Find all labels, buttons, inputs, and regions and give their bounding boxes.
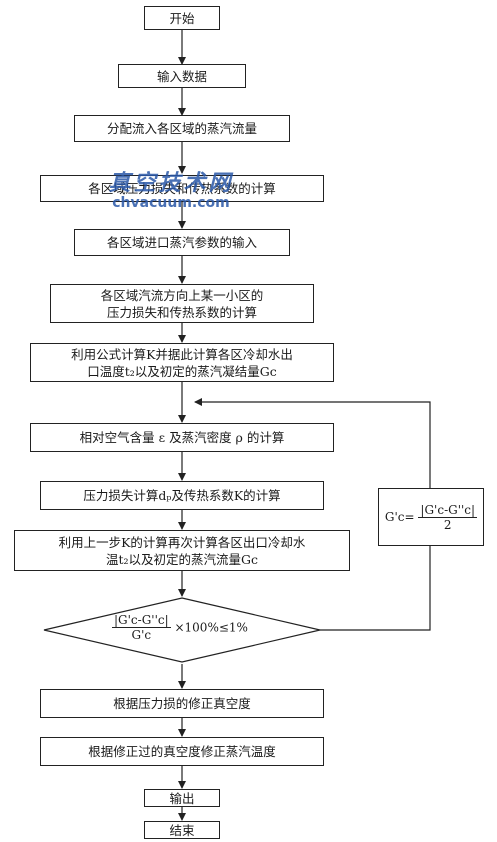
update-denominator: 2 (443, 517, 452, 532)
vacuum-correct-box: 根据压力损的修正真空度 (40, 689, 324, 718)
input-box: 输入数据 (118, 64, 246, 88)
decision-denominator: G'c (131, 628, 152, 642)
subzone-box: 各区域汽流方向上某一小区的 压力损失和传热系数的计算 (50, 284, 314, 323)
recalc-box: 利用上一步K的计算再次计算各区出口冷却水 温t₂以及初定的蒸汽流量Gc (14, 530, 350, 571)
formula-k-line1: 利用公式计算K并据此计算各区冷却水出 (71, 346, 293, 362)
output-label: 输出 (169, 790, 195, 806)
update-box: G'c= |G'c-G''c| 2 (378, 488, 484, 546)
temp-correct-label: 根据修正过的真空度修正蒸汽温度 (88, 744, 276, 759)
update-fraction: |G'c-G''c| 2 (418, 502, 478, 532)
decision-threshold: ×100%≤1% (174, 620, 248, 635)
loop-update-to-air (194, 398, 431, 488)
distribute-label: 分配流入各区域的蒸汽流量 (106, 121, 257, 136)
inlet-params-box: 各区域进口蒸汽参数的输入 (74, 229, 290, 256)
regional-coef-label: 各区域压力损失和传热系数的计算 (88, 181, 276, 196)
loop-decision-to-update (320, 546, 431, 631)
formula-k-line2: 口温度t₂以及初定的蒸汽凝结量Gc (87, 363, 277, 379)
update-formula: G'c= |G'c-G''c| 2 (384, 502, 478, 532)
pressure-loss-box: 压力损失计算dₚ及传热系数K的计算 (40, 481, 324, 510)
start-box: 开始 (144, 6, 220, 30)
recalc-line1: 利用上一步K的计算再次计算各区出口冷却水 (58, 534, 306, 550)
vacuum-correct-label: 根据压力损的修正真空度 (113, 696, 251, 711)
update-numerator: |G'c-G''c| (418, 502, 478, 518)
formula-k-box: 利用公式计算K并据此计算各区冷却水出 口温度t₂以及初定的蒸汽凝结量Gc (30, 343, 334, 382)
decision-numerator: |G'c-G''c| (112, 613, 171, 628)
input-label: 输入数据 (156, 68, 207, 84)
air-density-box: 相对空气含量 ε 及蒸汽密度 ρ 的计算 (30, 423, 334, 452)
temp-correct-box: 根据修正过的真空度修正蒸汽温度 (40, 737, 324, 766)
inlet-params-label: 各区域进口蒸汽参数的输入 (106, 235, 257, 250)
recalc-line2: 温t₂以及初定的蒸汽流量Gc (105, 551, 259, 567)
regional-coef-box: 各区域压力损失和传热系数的计算 (40, 175, 324, 202)
distribute-box: 分配流入各区域的蒸汽流量 (74, 115, 290, 142)
subzone-line1: 各区域汽流方向上某一小区的 (100, 287, 264, 303)
output-box: 输出 (144, 789, 220, 807)
start-label: 开始 (169, 10, 195, 26)
decision-condition: |G'c-G''c| G'c ×100%≤1% (112, 613, 248, 642)
end-box: 结束 (144, 821, 220, 839)
decision-fraction: |G'c-G''c| G'c (112, 613, 171, 642)
subzone-line2: 压力损失和传热系数的计算 (106, 304, 257, 320)
decision-diamond (43, 597, 321, 663)
end-label: 结束 (169, 822, 195, 838)
update-lhs: G'c= (384, 509, 415, 524)
pressure-loss-label: 压力损失计算dₚ及传热系数K的计算 (83, 488, 281, 503)
air-density-label: 相对空气含量 ε 及蒸汽密度 ρ 的计算 (79, 430, 285, 445)
